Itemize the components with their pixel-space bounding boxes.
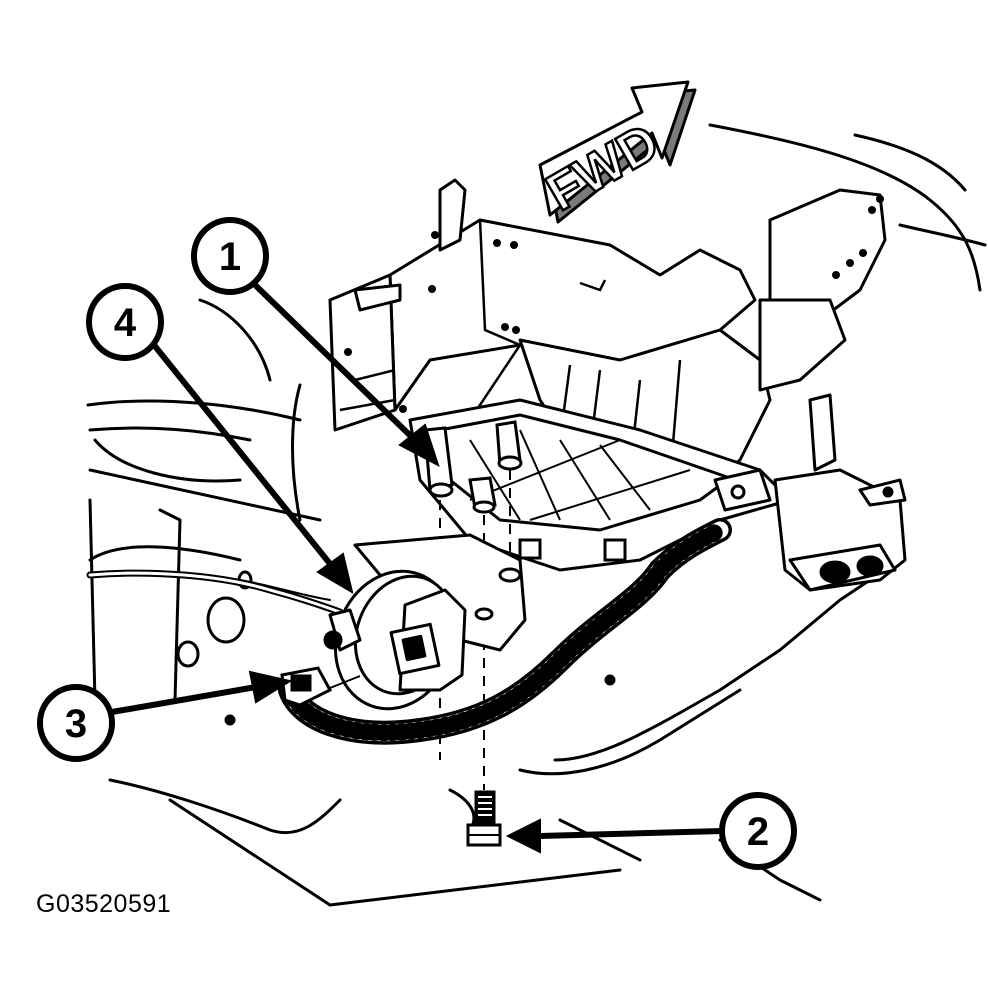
arrowhead-2	[505, 818, 541, 854]
leader-arrow-2	[537, 828, 725, 839]
vehicle-body-panels	[86, 123, 987, 907]
right-connector	[713, 468, 907, 592]
fwd-label: FWD	[537, 113, 669, 222]
arrowhead-4	[316, 552, 354, 595]
callout-4: 4	[86, 283, 164, 361]
leader-arrow-4	[147, 337, 338, 573]
harness-connector	[280, 666, 361, 707]
leader-arrow-3	[109, 683, 265, 715]
panel-holes	[176, 570, 616, 726]
leader-arrow-1	[247, 277, 423, 448]
figure-id: G03520591	[36, 890, 172, 918]
callout-1-label: 1	[219, 235, 241, 279]
callout-2-label: 2	[747, 810, 769, 854]
callout-2: 2	[719, 792, 797, 870]
tray-webbing	[469, 429, 691, 521]
forward-direction-arrow: FWD	[536, 80, 697, 224]
arrowhead-3	[248, 670, 293, 704]
wiring-harness	[278, 518, 732, 745]
bracket-holes	[344, 195, 884, 413]
bolt	[466, 790, 502, 847]
arrowhead-1	[398, 423, 440, 468]
callout-3-label: 3	[65, 702, 87, 746]
leader-arrows	[109, 277, 725, 854]
callout-1: 1	[191, 217, 269, 295]
callout-4-label: 4	[114, 301, 137, 345]
sensor-body	[323, 569, 467, 711]
callout-3: 3	[37, 684, 115, 762]
cable	[86, 569, 344, 616]
